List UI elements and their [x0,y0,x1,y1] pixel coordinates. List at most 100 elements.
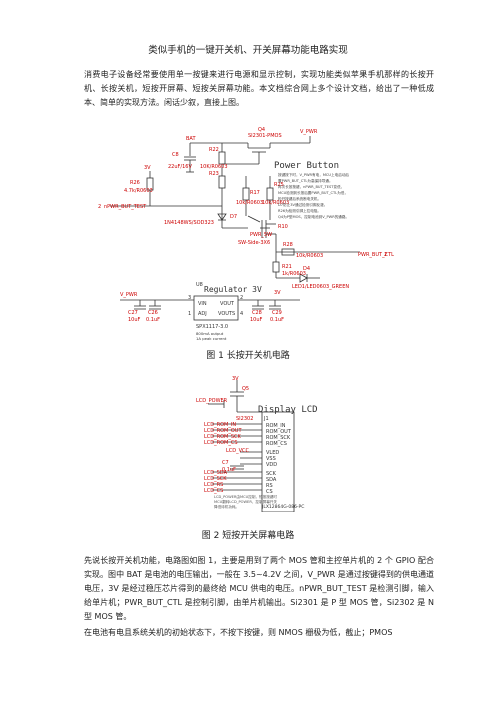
net-npwr-but-test: nPWR_BUT_TEST [104,204,147,210]
pin-vouts: VOUTS [218,311,235,317]
net-pwr-but-ctl: PWR_BUT_CTL [358,252,394,258]
fig2-note-3: 降低待机功耗。 [214,504,239,509]
q4-part: SI2301-PMOS [248,133,282,139]
net-3v-reg: 3V [274,290,281,296]
fig1-note-line-2: 置PWR_BUT_CTL为高保持导通。 [278,178,333,183]
c29-ref: C29 [272,310,282,316]
net-bat: BAT [186,136,196,142]
d4-ref: D4 [303,266,310,272]
pin-2-ctl: 2 [384,252,387,258]
fig2-c-ref: C7 [222,460,229,466]
right-pin-6: VSS [266,456,276,462]
doc-title: 类似手机的一键开关机、开关屏幕功能电路实现 [148,45,348,56]
intro-paragraph: 消费电子设备经常要使用单一按键来进行电源和显示控制，实现功能类似苹果手机那样的长… [84,70,434,107]
fig1-note-line-8: Q4为P型MOS，控制电池到V_PWR的通路。 [278,214,349,219]
net-vpwr: V_PWR [300,129,318,135]
r23-ref: R23 [209,171,219,177]
pin-1: 1 [188,311,191,317]
left-signal-2: LCD_ROM_OUT [204,428,242,434]
c29-value: 0.1uF [270,317,284,323]
c8-value: 22uF/16V [168,164,192,170]
sw-ref: PWR_SW [250,232,272,238]
r22-value: 10K/R0603 [200,164,228,170]
regulator-note-2: 1A peak current [196,336,227,341]
fig1-note-line-4: MCU检测到长按后置PWR_BUT_CTL为低， [278,190,348,195]
u8-ref: U8 [196,282,203,288]
r28-ref: R28 [283,242,293,248]
fig1-note-line-3: 再次长按按键，nPWR_BUT_TEST变低， [278,184,344,189]
c26-ref: C26 [148,310,158,316]
d7-part: 1N4148WS/SOD323 [164,220,214,226]
pin-4: 4 [240,311,243,317]
fig2-note-1: LCD_POWER由MCU控制，短按按键时 [214,494,277,499]
r17-value: 10k/R0603 [236,200,263,206]
c26-value: 0.1uF [146,317,160,323]
right-pin-5: VLED [266,450,279,456]
fig2-note-2: MCU翻转LCD_POWER，控制屏幕开关 [214,499,277,504]
r10-ref: R10 [278,224,288,230]
figure-1-caption: 图 1 长按开关机电路 [206,351,290,361]
regulator-title: Regulator 3V [204,285,262,294]
fig1-note-line-7: R26为检测引脚上拉电阻。 [278,208,321,213]
net-vpwr-reg: V_PWR [120,292,138,298]
fig2-net-3v: 3V [232,376,239,382]
right-pin-7: VDD [266,462,277,468]
d4-part: LED1/LED0603_GREEN [292,284,349,290]
fig2-footer-part: JLX12864G-086-PC [261,504,304,510]
c8-ref: C8 [172,152,179,158]
power-button-title: Power Button [274,161,339,171]
right-pin-10: RS [266,483,273,489]
pin-adj: ADJ [198,311,207,317]
r28-value: 10k/R0603 [296,253,323,259]
pin-vout: VOUT [220,301,235,307]
r17-ref: R17 [250,190,260,196]
body-paragraph-2: 在电池有电且系统关机的初始状态下，不按下按键，则 NMOS 栅极为低，截止；PM… [84,628,393,637]
fig1-note-line-1: 按键按下时，V_PWR有电，MCU上电启动后 [278,172,349,177]
fig1-note-line-5: 松开按键后系统断电关机。 [278,196,321,201]
q4-ref: Q4 [258,127,265,133]
sw-part: SW-Side-3X6 [238,240,270,246]
r21-ref: R21 [282,264,292,270]
regulator-note-1: 800mA output [196,331,224,336]
pin-2: 2 [98,204,101,210]
right-pin-11: CS [266,489,273,495]
r25-ref: R25 [274,182,284,188]
right-pin-2: ROM_OUT [266,429,292,435]
figure-2-schematic: Display LCD 3V Q5 LCD_POWER SI2302 LCD_R… [196,376,318,512]
right-pin-9: SDA [266,477,277,483]
right-pin-8: SCK [266,471,277,477]
r21-value: 1k/R0603 [282,271,306,277]
left-signal-4: LCD_ROM_CS [204,440,238,446]
d7-ref: D7 [230,214,237,220]
c27-ref: C27 [128,310,138,316]
left-signal2-3: LCD_RS [204,482,223,488]
pin-2-reg: 2 [240,295,243,301]
left-signal2-2: LCD_SCK [204,476,227,482]
left-signal-3: LCD_ROM_SCK [204,434,242,440]
pin-vin: VIN [198,301,207,307]
fig2-c-value: 0.1uF [222,467,236,473]
fig1-note-line-6: D7防止3V通过检测引脚反灌。 [278,202,327,207]
regulator-part: SPX1117-3.0 [196,324,228,330]
figure-2-caption: 图 2 短按开关屏幕电路 [201,531,295,541]
left-signal2-1: LCD_SDA [204,470,228,476]
lcd-power-net: LCD_POWER [196,398,228,404]
figure-1-schematic: BAT Q4 SI2301-PMOS V_PWR C8 22uF/16V R22… [98,127,394,341]
pin-3: 3 [188,295,191,301]
r26-ref: R26 [130,180,140,186]
left-signal2-4: LCD_CS [204,488,223,494]
right-pin-4: ROM_CS [266,441,287,447]
c28-ref: C28 [252,310,262,316]
left-signal-1: LCD_ROM_IN [204,422,236,428]
connector-ref: J1 [263,416,269,422]
c28-value: 10uF [250,317,263,323]
lcd-vcc-label: LCD_VCC [226,448,250,454]
right-pin-3: ROM_SCK [266,435,291,441]
r26-value: 4.7k/R0603 [124,188,153,194]
fig2-part: SI2302 [236,416,253,422]
body-paragraph-1: 先说长按开关机功能，电路图如图 1，主要是用到了两个 MOS 管和主控单片机的 … [84,556,434,621]
display-lcd-title: Display LCD [258,405,318,415]
net-3v: 3V [144,165,151,171]
c27-value: 10uF [128,317,141,323]
r22-ref: R22 [209,147,219,153]
